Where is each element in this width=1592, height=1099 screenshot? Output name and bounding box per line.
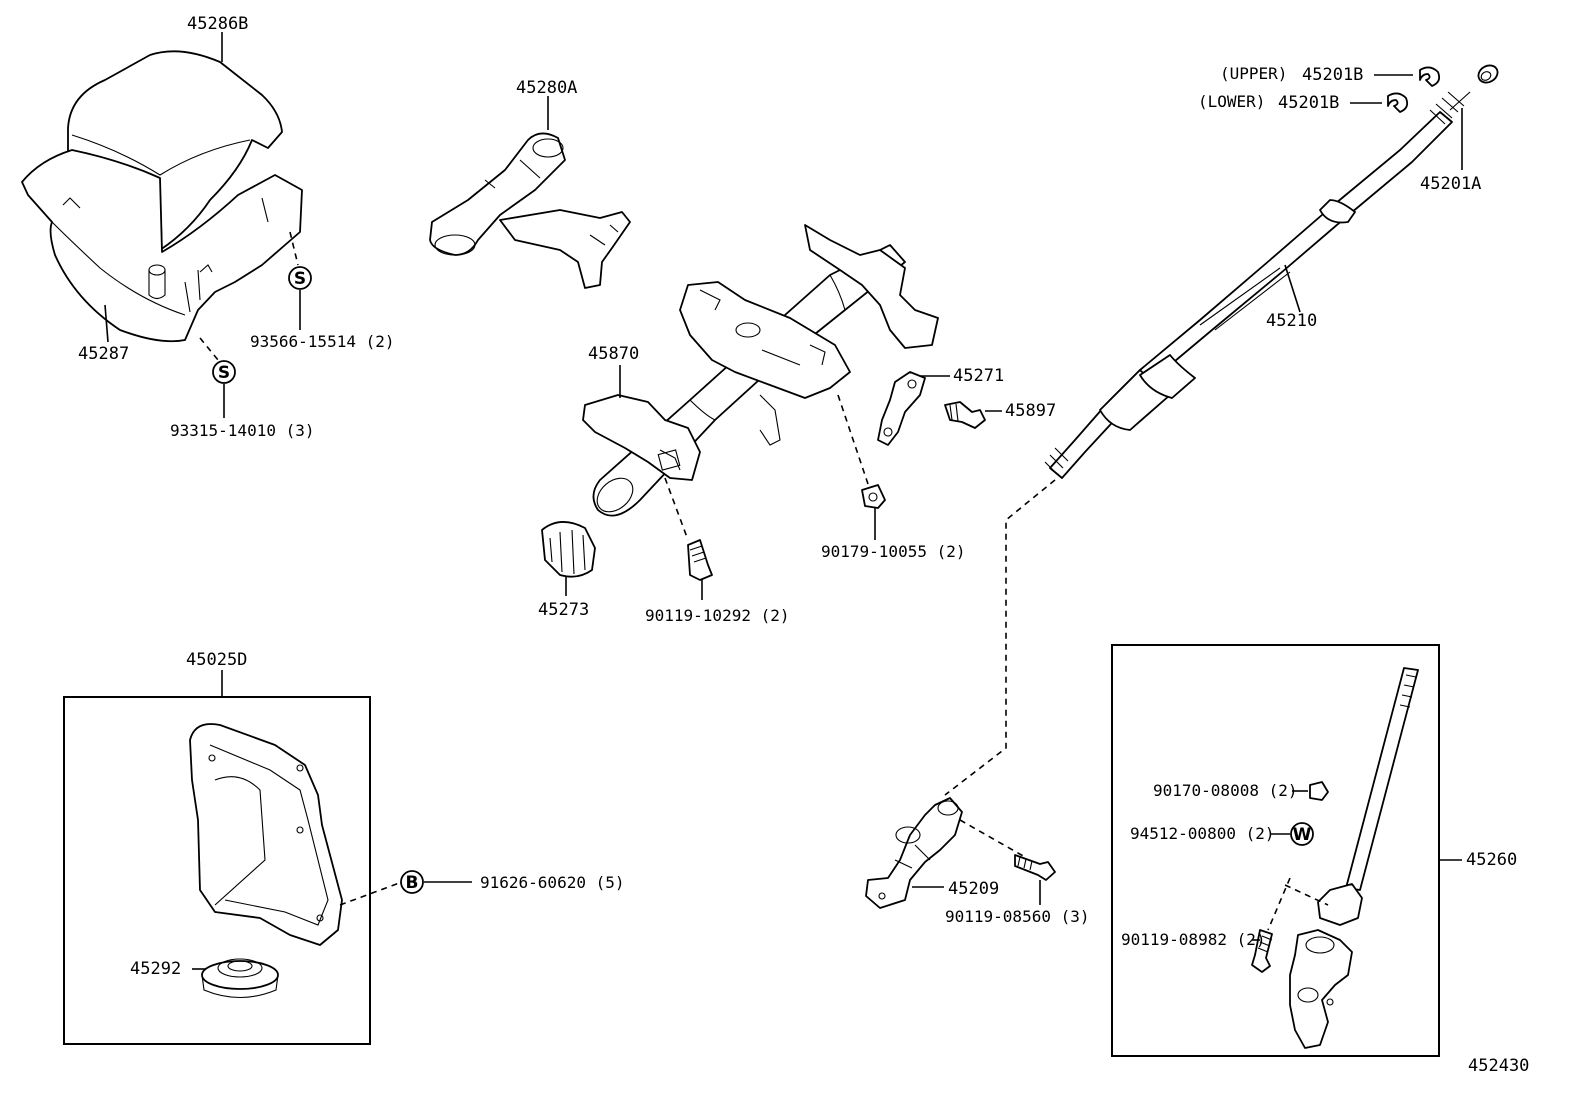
bolt-45897 — [944, 401, 986, 429]
steering-column-assembly — [582, 224, 939, 517]
main-shaft-45210 — [1044, 91, 1471, 479]
svg-text:W: W — [1293, 825, 1312, 845]
retainer-45201a — [1477, 64, 1499, 84]
label-45271: 45271 — [953, 366, 1005, 386]
label-45260: 45260 — [1466, 850, 1518, 870]
label-94512-00800: 94512-00800 (2) — [1130, 824, 1275, 843]
label-91626-60620: 91626-60620 (5) — [480, 873, 625, 892]
svg-text:S: S — [294, 269, 306, 289]
bolt-90119-08560 — [1014, 854, 1056, 881]
screw-symbol-s-left: S — [212, 360, 236, 384]
box-45260 — [1111, 644, 1440, 1057]
label-45287: 45287 — [78, 344, 130, 364]
label-90179-10055: 90179-10055 (2) — [821, 542, 966, 561]
label-upper: (UPPER) — [1220, 64, 1288, 83]
column-bracket-45280a — [429, 132, 631, 289]
washer-symbol-w: W — [1290, 822, 1314, 846]
label-93315-14010: 93315-14010 (3) — [170, 421, 315, 440]
box-45025d — [63, 696, 371, 1045]
label-45025d: 45025D — [186, 650, 248, 670]
label-45292: 45292 — [130, 959, 182, 979]
label-45897: 45897 — [1005, 401, 1057, 421]
nut-90179-10055 — [861, 484, 886, 509]
label-90119-08982: 90119-08982 (2) — [1121, 930, 1266, 949]
screw-symbol-s-right: S — [288, 266, 312, 290]
column-hole-cover-45025d — [189, 723, 343, 946]
snap-ring-45201b-lower — [1387, 92, 1409, 113]
label-45201a: 45201A — [1420, 174, 1482, 194]
label-45210: 45210 — [1266, 311, 1318, 331]
nut-90170-08008 — [1309, 781, 1329, 801]
lower-column-cover-45287 — [21, 149, 303, 343]
svg-text:B: B — [406, 873, 419, 893]
bolt-90119-08982 — [1251, 929, 1273, 973]
label-45273: 45273 — [538, 600, 590, 620]
label-90119-08560: 90119-08560 (3) — [945, 907, 1090, 926]
label-93566-15514: 93566-15514 (2) — [250, 332, 395, 351]
label-90119-10292: 90119-10292 (2) — [645, 606, 790, 625]
label-45201b-upper: 45201B — [1302, 65, 1364, 85]
figure-id: 452430 — [1468, 1056, 1530, 1076]
snap-ring-45201b-upper — [1419, 66, 1441, 87]
label-45280a: 45280A — [516, 78, 578, 98]
svg-text:S: S — [218, 363, 230, 383]
column-bushing-45273 — [541, 521, 596, 578]
stopper-45271 — [877, 371, 926, 446]
label-45201b-lower: 45201B — [1278, 93, 1340, 113]
intermediate-shaft-45209 — [865, 797, 963, 909]
label-45286b: 45286B — [187, 14, 249, 34]
label-45870: 45870 — [588, 344, 640, 364]
label-45209: 45209 — [948, 879, 1000, 899]
screw-90119-10292 — [687, 539, 713, 581]
bolt-symbol-b: B — [400, 870, 424, 894]
steering-shaft-45260 — [1289, 667, 1419, 1049]
seal-45292 — [201, 958, 279, 998]
label-lower: (LOWER) — [1198, 92, 1266, 111]
label-90170-08008: 90170-08008 (2) — [1153, 781, 1298, 800]
